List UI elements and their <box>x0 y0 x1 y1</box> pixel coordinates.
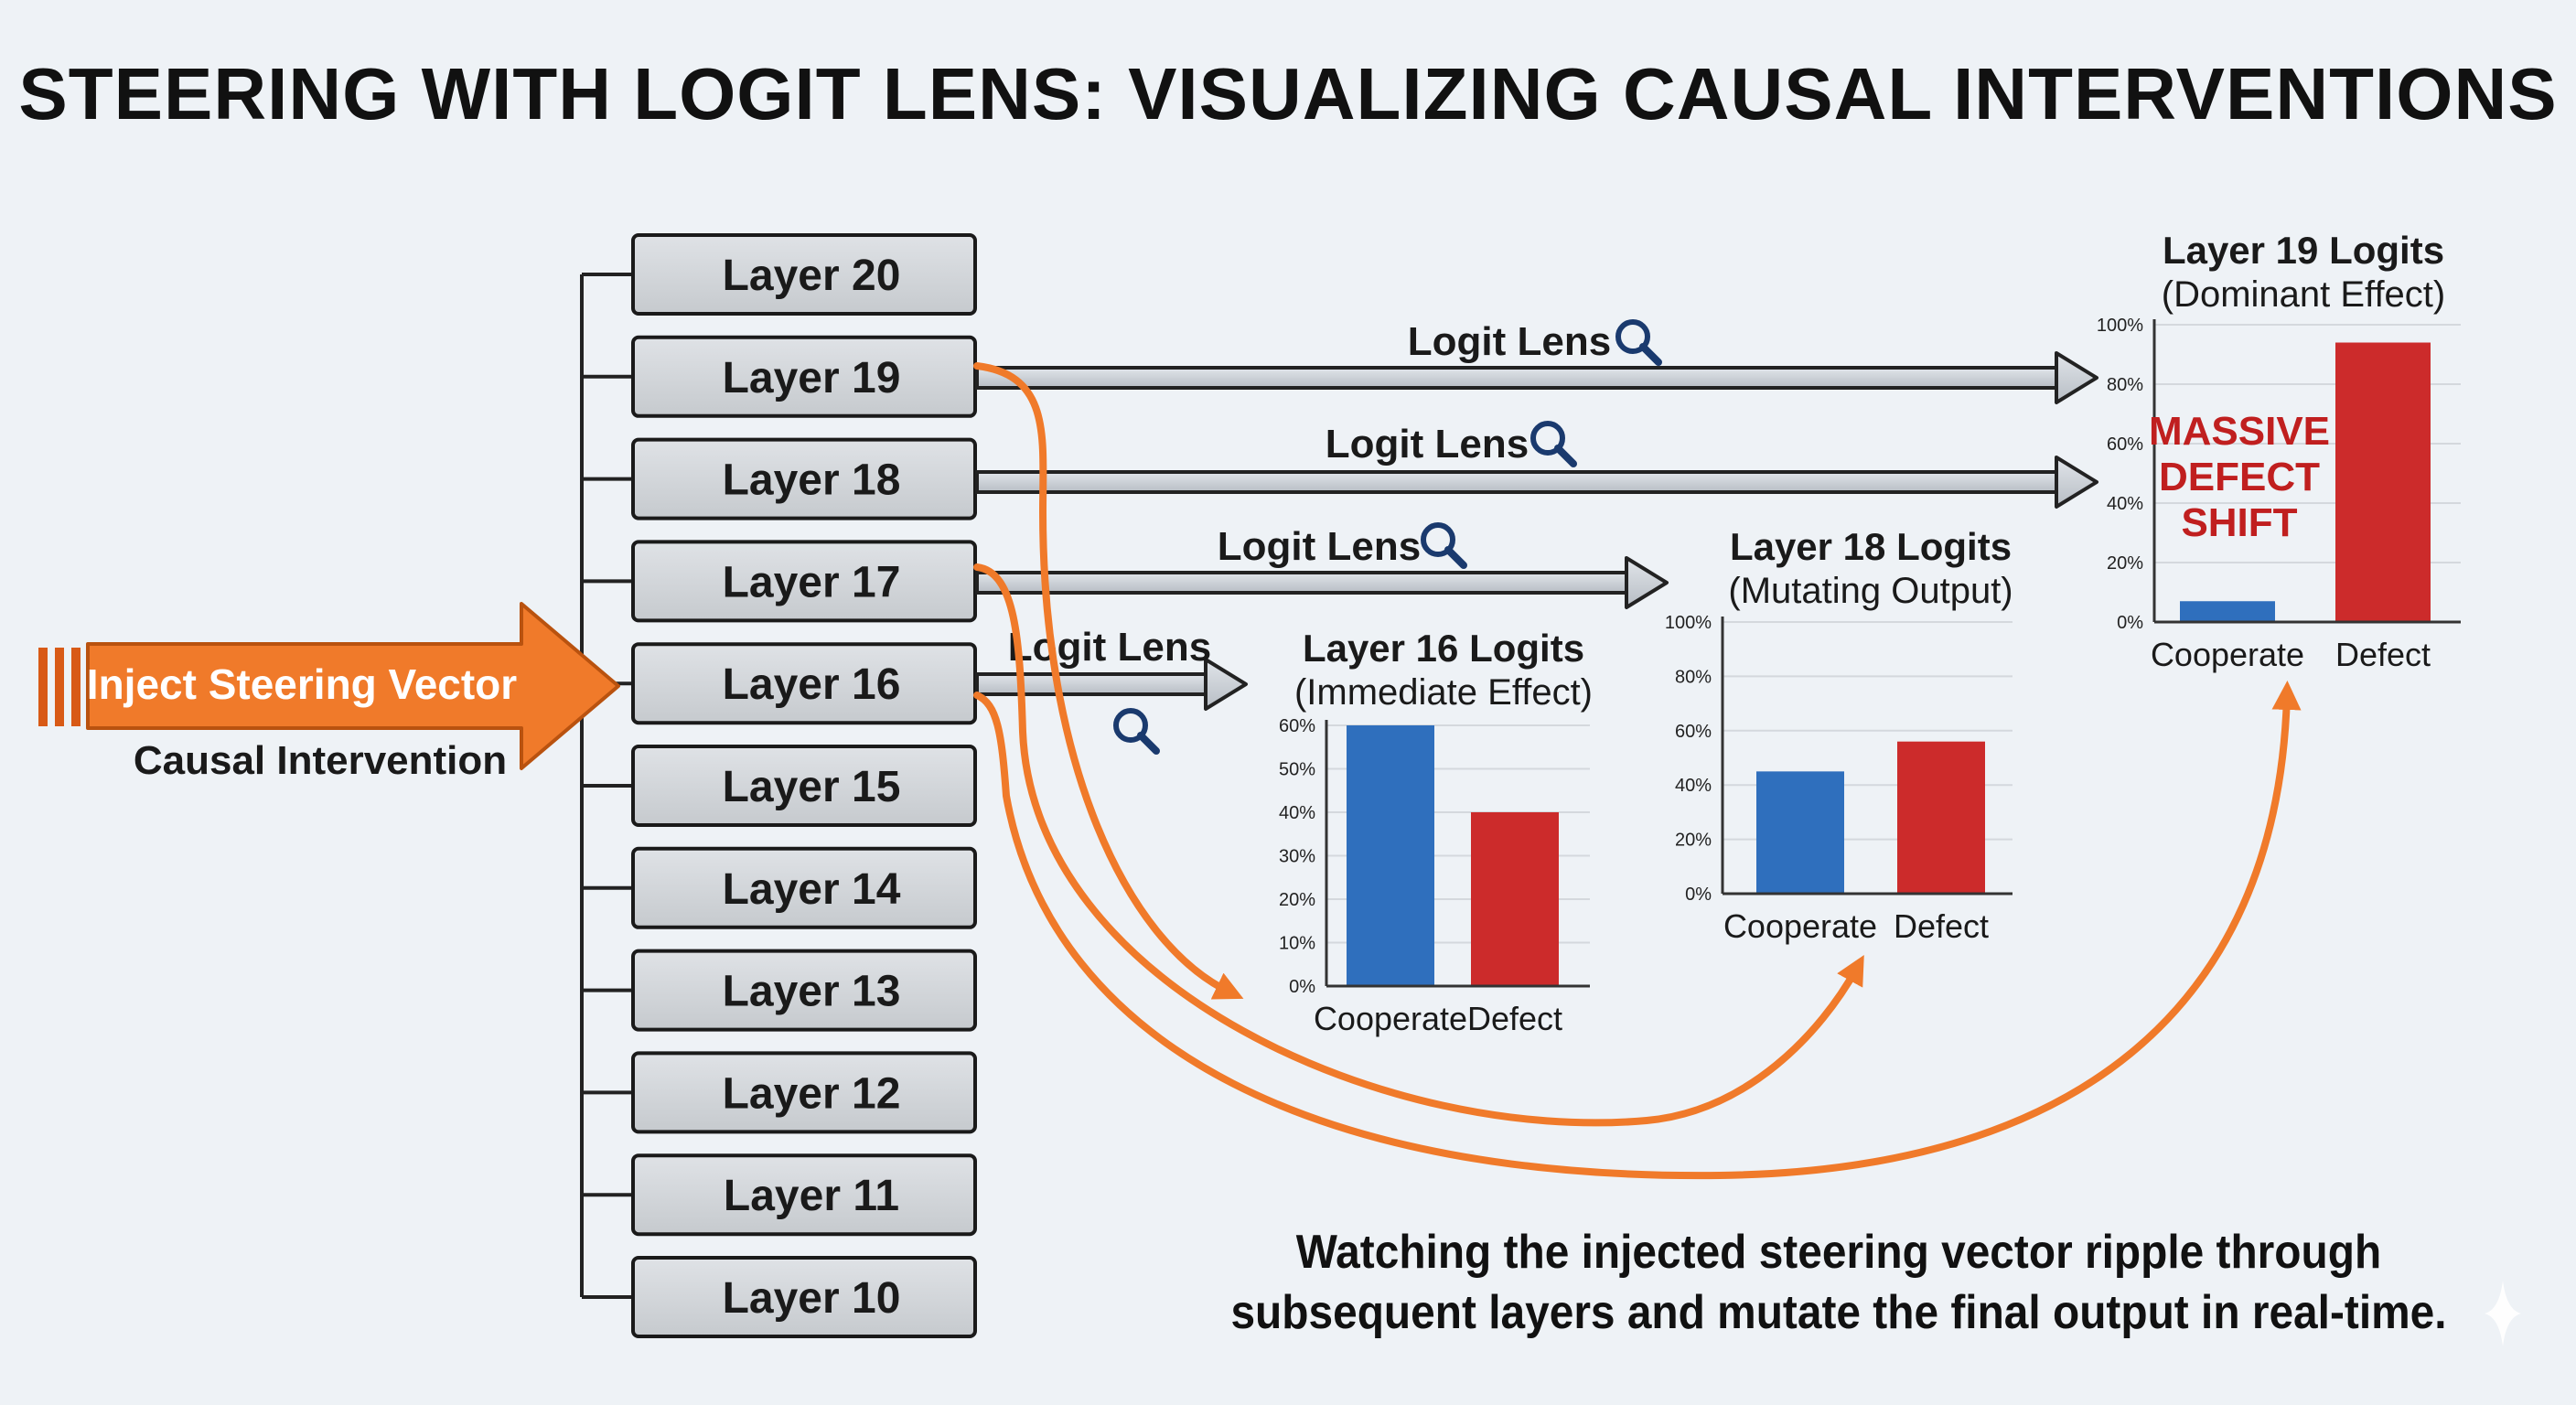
y-tick-label: 80% <box>2107 375 2143 395</box>
lens-label-text: Logit Lens <box>1326 422 1529 467</box>
category-label: Cooperate <box>1314 1000 1467 1037</box>
category-label: Defect <box>1467 1000 1562 1037</box>
layer-box: Layer 13 <box>631 949 977 1032</box>
lens-label-text: Logit Lens <box>1218 524 1421 569</box>
y-tick-label: 60% <box>2107 434 2143 455</box>
chart-subtitle: (Dominant Effect) <box>2162 274 2446 315</box>
category-label: Defect <box>2335 636 2431 673</box>
layer-connector <box>580 273 633 1299</box>
layer-label: Layer 13 <box>723 968 901 1016</box>
chart-title: Layer 19 Logits <box>2163 229 2444 272</box>
lens-arrow-layer19 <box>975 351 2098 404</box>
chart-title: Layer 18 Logits <box>1730 525 2012 568</box>
layer-label: Layer 15 <box>723 763 901 811</box>
layer-label: Layer 20 <box>723 252 901 300</box>
layer-label: Layer 12 <box>723 1069 901 1118</box>
layer-box: Layer 20 <box>631 233 977 316</box>
annotation-line: SHIFT <box>2181 500 2297 545</box>
lens-label-text: Logit Lens <box>1008 625 1211 670</box>
annotation-line: DEFECT <box>2159 455 2320 499</box>
layer-box: Layer 18 <box>631 437 977 520</box>
magnifier-icon <box>1421 522 1467 569</box>
lens-label-layer16: Logit Lens <box>1008 625 1211 670</box>
intervention-label: Causal Intervention <box>134 738 507 783</box>
y-tick-label: 100% <box>1665 613 1712 633</box>
layer-box: Layer 14 <box>631 846 977 929</box>
layer-box: Layer 11 <box>631 1153 977 1237</box>
bar-defect <box>1897 741 1985 894</box>
lens-arrow-layer17 <box>975 556 1669 609</box>
chart-subtitle: (Mutating Output) <box>1728 571 2012 611</box>
y-tick-label: 60% <box>1675 722 1712 742</box>
layer-stack: Layer 20 Layer 19 Layer 18 Layer 17 Layer 16… <box>631 233 977 1338</box>
layer-label: Layer 10 <box>723 1274 901 1323</box>
y-tick-label: 80% <box>1675 667 1712 687</box>
y-tick-label: 20% <box>1279 890 1315 910</box>
annotation-line: MASSIVE <box>2149 409 2330 454</box>
caption: Watching the injected steering vector ri… <box>1224 1222 2453 1343</box>
inject-arrow: Inject Steering Vector <box>38 602 620 770</box>
y-tick-label: 40% <box>2107 494 2143 514</box>
chart-layer-1: Layer 18 Logits(Mutating Output) 0% 20% 40%… <box>1665 525 2013 945</box>
lens-label-layer19: Logit Lens <box>1408 319 1611 364</box>
category-label: Cooperate <box>2151 636 2304 673</box>
magnifier-icon <box>1530 421 1577 467</box>
caption-line-2: subsequent layers and mutate the final o… <box>1230 1286 2447 1339</box>
layer-box: Layer 17 <box>631 540 977 623</box>
lens-arrow-layer16 <box>975 658 1248 711</box>
chart-layer-2: Layer 19 Logits(Dominant Effect) 0% 20% 40%… <box>2097 229 2461 673</box>
chart-title: Layer 16 Logits <box>1303 627 1584 670</box>
y-tick-label: 50% <box>1279 760 1315 780</box>
logit-charts: Layer 16 Logits(Immediate Effect) 0% 10% 20… <box>1279 229 2461 1037</box>
sparkle-icon <box>2485 1281 2521 1346</box>
y-tick-label: 0% <box>2117 613 2143 633</box>
layer-box: Layer 16 <box>631 642 977 725</box>
bar-cooperate <box>1756 771 1844 894</box>
layer-box: Layer 12 <box>631 1051 977 1134</box>
layer-label: Layer 11 <box>724 1172 899 1220</box>
ripple-curves <box>973 362 2302 1180</box>
layer-box: Layer 19 <box>631 335 977 418</box>
bar-cooperate <box>1347 725 1434 986</box>
layer-box: Layer 15 <box>631 745 977 827</box>
y-tick-label: 10% <box>1279 934 1315 954</box>
category-label: Cooperate <box>1723 907 1877 945</box>
layer-label: Layer 17 <box>723 558 901 606</box>
layer-label: Layer 19 <box>723 354 901 402</box>
y-tick-label: 40% <box>1279 803 1315 823</box>
category-label: Defect <box>1894 907 1989 945</box>
chart-subtitle: (Immediate Effect) <box>1294 672 1593 713</box>
magnifier-icon <box>1113 708 1160 755</box>
layer-label: Layer 18 <box>723 456 901 505</box>
layer-box: Layer 10 <box>631 1256 977 1338</box>
lens-label-text: Logit Lens <box>1408 319 1611 364</box>
y-tick-label: 20% <box>2107 553 2143 574</box>
lens-label-layer18: Logit Lens <box>1326 422 1529 467</box>
chart-layer-0: Layer 16 Logits(Immediate Effect) 0% 10% 20… <box>1279 627 1593 1037</box>
lens-label-layer17: Logit Lens <box>1218 524 1421 569</box>
defect-shift-annotation: MASSIVE DEFECT SHIFT <box>2149 409 2330 545</box>
page-title: STEERING WITH LOGIT LENS: VISUALIZING CA… <box>18 53 2558 134</box>
y-tick-label: 0% <box>1685 885 1712 905</box>
lens-arrow-layer18 <box>975 456 2098 509</box>
layer-label: Layer 16 <box>723 660 901 709</box>
caption-line-1: Watching the injected steering vector ri… <box>1295 1226 2382 1279</box>
inject-label: Inject Steering Vector <box>87 660 517 708</box>
bar-defect <box>1471 812 1559 986</box>
layer-label: Layer 14 <box>723 865 901 914</box>
bar-defect <box>2335 342 2431 622</box>
magnifier-icon <box>1615 319 1662 366</box>
y-tick-label: 100% <box>2097 316 2143 336</box>
y-tick-label: 40% <box>1675 776 1712 796</box>
y-tick-label: 0% <box>1289 977 1315 997</box>
bar-cooperate <box>2180 601 2275 622</box>
y-tick-label: 20% <box>1675 831 1712 851</box>
y-tick-label: 60% <box>1279 716 1315 736</box>
y-tick-label: 30% <box>1279 847 1315 867</box>
